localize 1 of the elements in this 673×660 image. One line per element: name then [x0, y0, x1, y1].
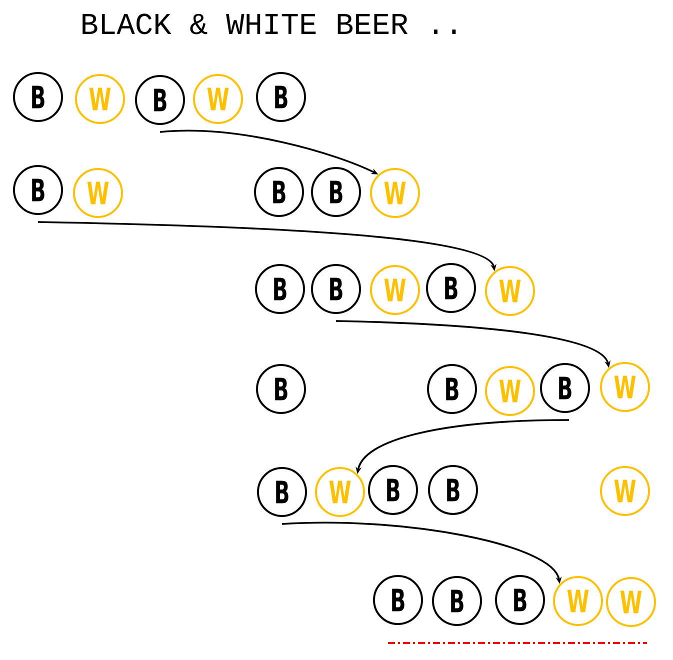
title: BLACK & WHITE BEER ..	[82, 14, 456, 34]
